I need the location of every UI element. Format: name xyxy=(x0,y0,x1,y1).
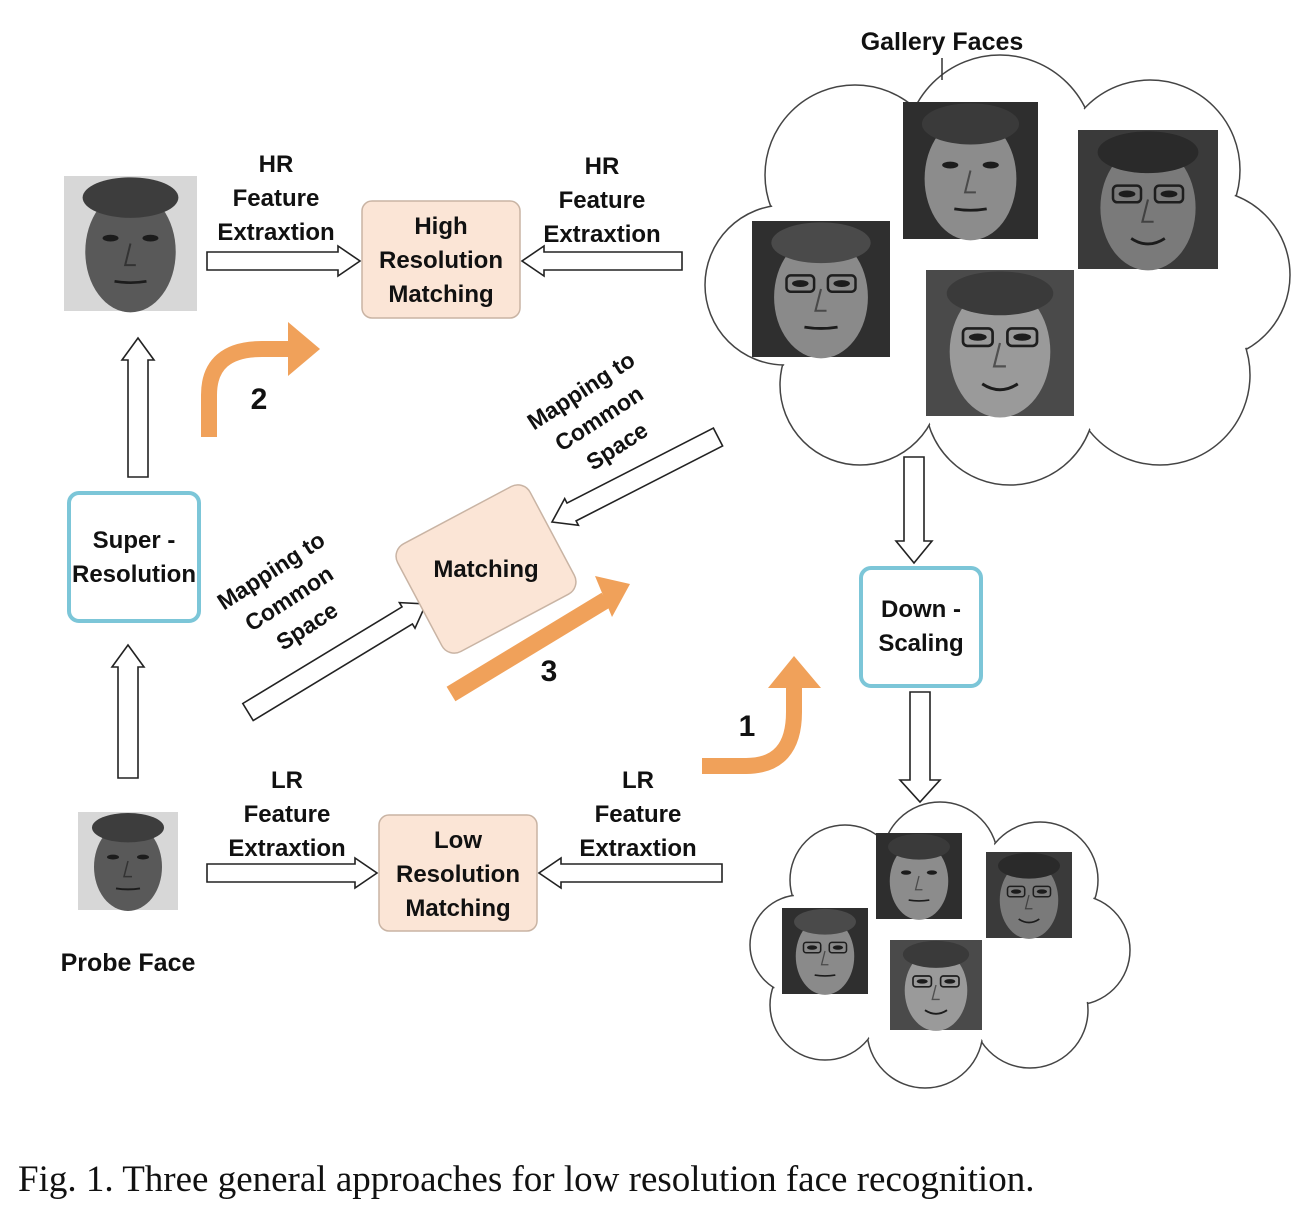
hr-left-label-line1: HR xyxy=(259,151,294,178)
probe-to-super-resolution-arrow xyxy=(110,643,146,779)
route-3-arrow xyxy=(446,576,630,702)
route-3-label: 3 xyxy=(541,655,558,688)
mapping-right-arrow xyxy=(550,427,724,527)
high-res-matching-label-line2: Resolution xyxy=(379,247,503,274)
lr-left-label-line1: LR xyxy=(271,767,303,794)
high-res-matching-label-line1: High xyxy=(414,213,467,240)
super-resolution-to-face-arrow xyxy=(120,336,156,478)
gallery-face-3 xyxy=(752,221,890,359)
route-1-arrow xyxy=(702,656,821,774)
lr-right-label-line3: Extraxtion xyxy=(579,835,696,862)
lr-left-arrow xyxy=(206,856,379,890)
down-scaling-label-line2: Scaling xyxy=(878,630,963,657)
super-resolution-label-line1: Super - xyxy=(93,527,176,554)
low-resolution-matching-box xyxy=(378,814,538,932)
super-resolved-probe-face xyxy=(64,176,197,313)
high-res-matching-label-line3: Matching xyxy=(388,281,493,308)
gallery-to-down-scaling-arrow xyxy=(894,456,934,565)
hr-right-arrow xyxy=(520,244,683,278)
gallery-face-1 xyxy=(903,102,1038,241)
lr-right-arrow xyxy=(537,856,723,890)
lr-right-label-line2: Feature xyxy=(595,801,682,828)
hr-right-label-line1: HR xyxy=(585,153,620,180)
matching-label: Matching xyxy=(433,556,538,583)
super-resolution-label-line2: Resolution xyxy=(72,561,196,588)
high-resolution-matching-box xyxy=(361,200,521,319)
lr-left-label-line2: Feature xyxy=(244,801,331,828)
down-scaling-to-cloud-arrow xyxy=(898,691,942,804)
hr-left-arrow xyxy=(206,244,362,278)
downscaled-face-3 xyxy=(782,908,868,995)
hr-left-label-line2: Feature xyxy=(233,185,320,212)
downscaled-face-4 xyxy=(890,940,982,1031)
mapping-left-arrow xyxy=(241,601,428,722)
gallery-faces-label: Gallery Faces xyxy=(861,28,1024,56)
route-2-label: 2 xyxy=(251,383,268,416)
lr-right-label-line1: LR xyxy=(622,767,654,794)
lr-left-label-line3: Extraxtion xyxy=(228,835,345,862)
low-res-matching-label-line1: Low xyxy=(434,827,482,854)
probe-face-label: Probe Face xyxy=(61,949,196,977)
matching-box xyxy=(395,484,577,654)
low-res-matching-label-line3: Matching xyxy=(405,895,510,922)
down-scaling-label-line1: Down - xyxy=(881,596,961,623)
hr-right-label-line3: Extraxtion xyxy=(543,221,660,248)
gallery-face-4 xyxy=(926,270,1074,418)
super-resolution-box xyxy=(67,491,201,623)
route-1-label: 1 xyxy=(739,710,756,743)
figure-caption: Fig. 1. Three general approaches for low… xyxy=(18,1159,1035,1200)
down-scaling-box xyxy=(859,566,983,688)
hr-right-label-line2: Feature xyxy=(559,187,646,214)
probe-face-image xyxy=(78,812,178,911)
downscaled-face-2 xyxy=(986,852,1072,939)
route-2-arrow xyxy=(201,322,320,437)
gallery-face-2 xyxy=(1078,130,1218,271)
low-res-matching-label-line2: Resolution xyxy=(396,861,520,888)
downscaled-face-1 xyxy=(876,833,962,920)
hr-left-label-line3: Extraxtion xyxy=(217,219,334,246)
